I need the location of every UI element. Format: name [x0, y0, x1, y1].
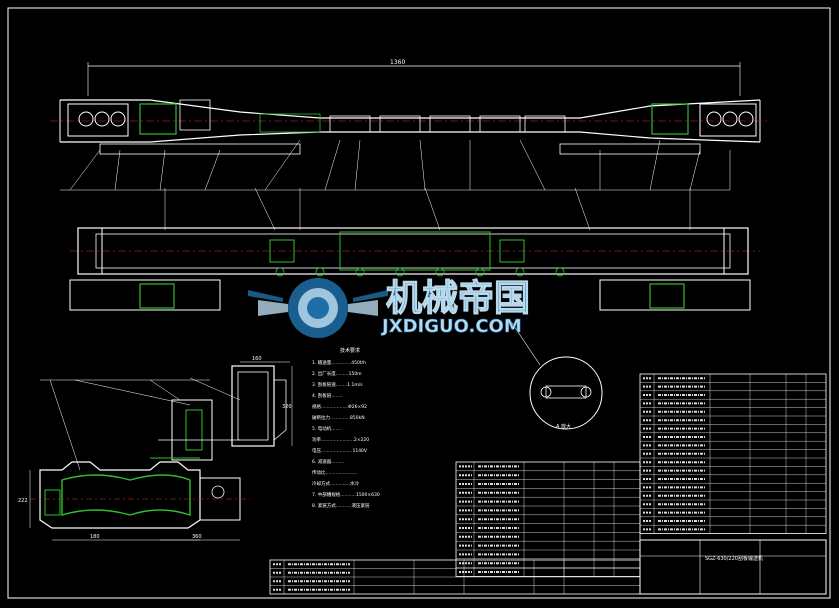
title-block: SGZ-630/220刮板输送机: [639, 539, 827, 595]
parts-list-bottom: [269, 559, 641, 595]
tech-note-line: 5. 电动机.......: [312, 425, 341, 432]
gear-logo-icon: [248, 278, 388, 338]
plan-view: [69, 187, 760, 366]
dim-section-height: 222: [18, 498, 28, 504]
detail-a-label: A 放大: [556, 423, 571, 430]
tech-requirements: 技术要求 1. 输送量..............450t/h 2. 出厂长度..…: [312, 347, 380, 509]
tech-note-line: 8. 紧链方式...........液压紧链: [312, 502, 370, 509]
tech-note-line: 3. 刮板链速........1.1m/s: [312, 381, 363, 388]
tech-notes-list: 1. 输送量..............450t/h 2. 出厂长度.......…: [312, 359, 380, 509]
watermark-cn: 机械帝国: [386, 278, 530, 319]
tech-requirements-title: 技术要求: [340, 347, 360, 354]
tech-note-line: 4. 刮板链........: [312, 392, 343, 399]
tech-note-line: 7. 中部槽规格...........1500×630: [312, 491, 380, 498]
dim-bracket-side: 320: [282, 404, 292, 410]
tech-note-line: 功率.......................2×220: [312, 436, 369, 443]
site-watermark: 机械帝国 JXDIGUO.COM: [248, 277, 531, 338]
tech-note-line: 冷却方式..............水冷: [312, 480, 360, 487]
watermark-en: JXDIGUO.COM: [380, 316, 522, 337]
tech-note-line: 2. 出厂长度.........150m: [312, 370, 362, 377]
tech-note-line: 1. 输送量..............450t/h: [312, 359, 366, 366]
dim-bottom: 360: [192, 534, 202, 540]
dim-section-width: 180: [90, 534, 100, 540]
dim-bracket-top: 160: [252, 356, 262, 362]
drawing-frame: [7, 7, 831, 599]
tech-note-line: 传动比......................: [312, 469, 357, 476]
title-block-name: SGZ-630/220刮板输送机: [705, 555, 763, 562]
parts-list-right: [639, 373, 827, 535]
tech-note-line: 规格...................Φ26×92: [312, 403, 367, 410]
cross-section-view: 222 180 160 320 360: [18, 356, 293, 541]
tech-note-line: 破断拉力..............850kN: [312, 414, 365, 421]
tech-note-line: 6. 减速器.........: [312, 458, 344, 465]
elevation-view: 1360: [50, 59, 770, 191]
tech-note-line: 电压......................1140V: [312, 447, 368, 454]
overall-length-label: 1360: [390, 59, 405, 66]
detail-a-view: A 放大: [529, 356, 603, 430]
parts-list-center: [455, 461, 641, 577]
